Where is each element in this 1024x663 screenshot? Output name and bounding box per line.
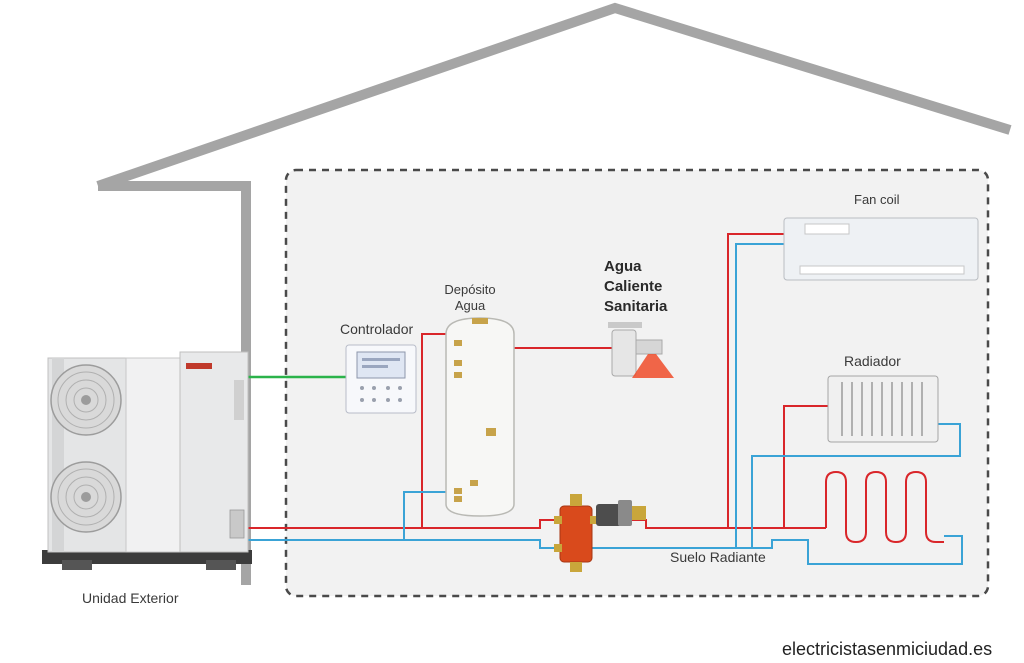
dhw-label-line1: Agua <box>604 258 642 275</box>
outdoor-unit <box>42 351 252 570</box>
supply-to-fancoil <box>727 233 784 528</box>
return-from-fancoil <box>735 243 784 548</box>
fan-grille-bottom <box>50 461 122 533</box>
hot-water-stream <box>632 354 674 378</box>
radiator-unit <box>827 375 939 443</box>
outdoor-unit-logo <box>186 363 212 369</box>
controller-device <box>345 344 417 414</box>
tank-label-line1: Depósito <box>444 282 496 297</box>
tank-label-line2: Agua <box>454 298 486 313</box>
return-from-radiator <box>751 423 961 548</box>
fan-coil-unit <box>783 217 979 281</box>
hydraulic-separator <box>554 494 598 572</box>
fan-coil-label: Fan coil <box>854 192 900 207</box>
floor-heating-label: Suelo Radiante <box>670 549 766 565</box>
circulation-pump <box>596 500 646 526</box>
supply-to-radiator <box>728 405 830 529</box>
dhw-label-line3: Sanitaria <box>604 298 668 315</box>
outdoor-unit-label: Unidad Exterior <box>82 590 179 606</box>
floor-heating-coil <box>825 470 944 544</box>
dhw-tap <box>608 322 674 378</box>
fan-grille-top <box>50 364 122 436</box>
radiator-label: Radiador <box>844 353 901 369</box>
return-pipe-tank <box>403 491 446 540</box>
water-tank <box>445 317 515 517</box>
controller-label: Controlador <box>340 321 414 337</box>
supply-pipe-to-separator <box>422 519 560 529</box>
supply-pipe-main <box>248 333 446 529</box>
return-pipe-main <box>248 539 560 549</box>
house-roof-outline <box>96 2 1012 191</box>
dhw-label-line2: Caliente <box>604 278 663 295</box>
return-from-floor <box>736 535 963 565</box>
watermark: electricistasenmiciudad.es <box>782 639 993 659</box>
